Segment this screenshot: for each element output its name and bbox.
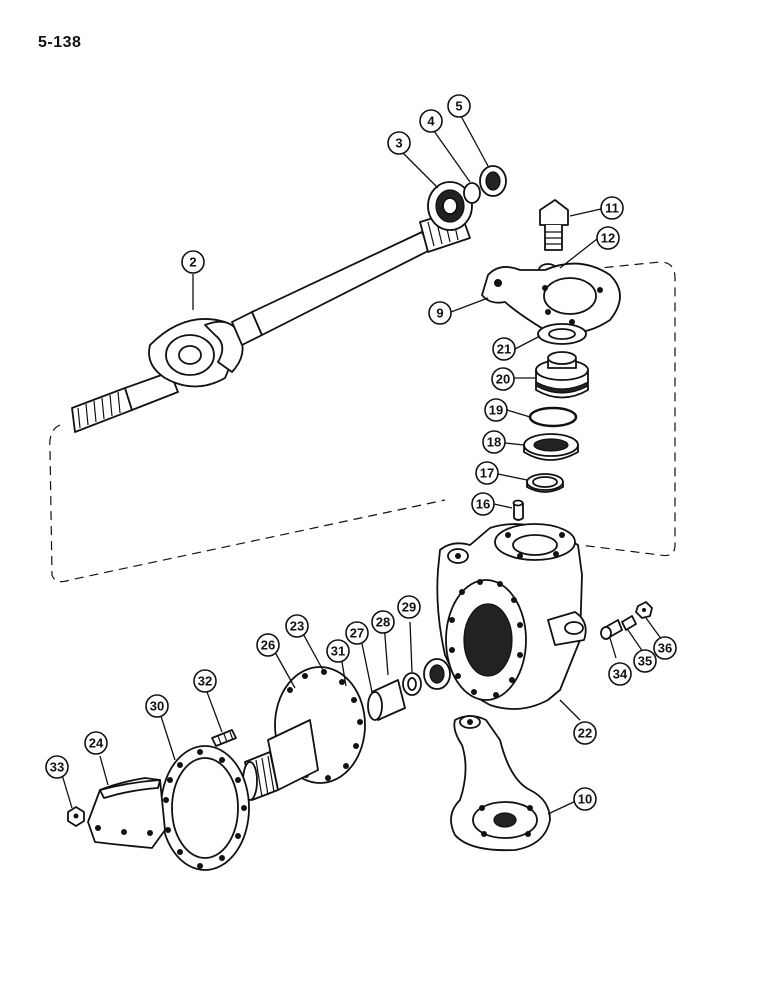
seal-5 bbox=[479, 165, 507, 197]
svg-text:26: 26 bbox=[261, 638, 275, 653]
callout-5: 5 bbox=[447, 94, 471, 118]
race-17 bbox=[526, 473, 564, 493]
callout-32: 32 bbox=[193, 669, 217, 693]
bearing-3 bbox=[427, 181, 473, 231]
svg-text:28: 28 bbox=[376, 615, 390, 630]
bearing-18 bbox=[523, 433, 579, 461]
svg-text:10: 10 bbox=[578, 792, 592, 807]
callout-19: 19 bbox=[484, 398, 508, 422]
callout-29: 29 bbox=[397, 595, 421, 619]
assembly-dashed-line bbox=[49, 261, 676, 583]
svg-text:29: 29 bbox=[402, 600, 416, 615]
leader-lines bbox=[59, 115, 663, 815]
svg-text:2: 2 bbox=[189, 255, 196, 270]
o-ring-19 bbox=[528, 406, 578, 428]
svg-text:32: 32 bbox=[198, 674, 212, 689]
svg-text:35: 35 bbox=[638, 654, 652, 669]
callout-28: 28 bbox=[371, 610, 395, 634]
svg-text:17: 17 bbox=[480, 466, 494, 481]
svg-text:27: 27 bbox=[350, 626, 364, 641]
fitting-35 bbox=[621, 615, 637, 631]
callout-18: 18 bbox=[482, 430, 506, 454]
svg-text:24: 24 bbox=[89, 736, 104, 751]
steering-arm-10 bbox=[450, 715, 551, 852]
sleeve-27 bbox=[367, 679, 406, 721]
axle-shaft bbox=[71, 209, 471, 433]
bolt-11 bbox=[539, 199, 569, 251]
svg-text:31: 31 bbox=[331, 644, 345, 659]
svg-text:19: 19 bbox=[489, 403, 503, 418]
snap-ring-4 bbox=[463, 182, 481, 204]
svg-text:20: 20 bbox=[496, 372, 510, 387]
callout-23: 23 bbox=[285, 614, 309, 638]
svg-text:4: 4 bbox=[427, 114, 435, 129]
svg-text:36: 36 bbox=[658, 641, 672, 656]
steering-knuckle-22 bbox=[436, 523, 587, 710]
svg-text:5: 5 bbox=[455, 99, 462, 114]
svg-text:23: 23 bbox=[290, 619, 304, 634]
callout-20: 20 bbox=[491, 367, 515, 391]
callout-12: 12 bbox=[596, 226, 620, 250]
callout-35: 35 bbox=[633, 649, 657, 673]
callout-9: 9 bbox=[428, 301, 452, 325]
svg-text:34: 34 bbox=[613, 667, 628, 682]
callout-10: 10 bbox=[573, 787, 597, 811]
callout-21: 21 bbox=[492, 337, 516, 361]
svg-text:16: 16 bbox=[476, 497, 490, 512]
svg-text:21: 21 bbox=[497, 342, 511, 357]
svg-text:22: 22 bbox=[578, 726, 592, 741]
stud-32 bbox=[211, 729, 237, 747]
bushing-34 bbox=[600, 619, 623, 640]
bearing-29 bbox=[423, 658, 451, 690]
callout-26: 26 bbox=[256, 633, 280, 657]
gasket-30 bbox=[160, 745, 250, 871]
svg-text:9: 9 bbox=[436, 306, 443, 321]
callout-4: 4 bbox=[419, 109, 443, 133]
callout-31: 31 bbox=[326, 639, 350, 663]
hub-26 bbox=[242, 666, 366, 801]
bushing-20 bbox=[535, 351, 589, 399]
callout-36: 36 bbox=[653, 636, 677, 660]
callout-16: 16 bbox=[471, 492, 495, 516]
callout-11: 11 bbox=[600, 196, 624, 220]
callout-33: 33 bbox=[45, 755, 69, 779]
svg-text:3: 3 bbox=[395, 136, 402, 151]
callout-30: 30 bbox=[145, 694, 169, 718]
nut-36 bbox=[635, 601, 653, 619]
svg-text:33: 33 bbox=[50, 760, 64, 775]
shim-21 bbox=[537, 323, 587, 345]
svg-text:18: 18 bbox=[487, 435, 501, 450]
callout-22: 22 bbox=[573, 721, 597, 745]
callout-27: 27 bbox=[345, 621, 369, 645]
callout-24: 24 bbox=[84, 731, 108, 755]
pin-16 bbox=[512, 499, 524, 521]
svg-text:30: 30 bbox=[150, 699, 164, 714]
steering-arm-cap-9 bbox=[481, 262, 621, 335]
shield-24 bbox=[87, 777, 166, 849]
callout-17: 17 bbox=[475, 461, 499, 485]
seal-28 bbox=[402, 672, 422, 696]
callout-3: 3 bbox=[387, 131, 411, 155]
svg-text:11: 11 bbox=[605, 201, 619, 216]
svg-text:12: 12 bbox=[601, 231, 615, 246]
page-number: 5-138 bbox=[38, 34, 82, 51]
callout-34: 34 bbox=[608, 662, 632, 686]
callout-2: 2 bbox=[181, 250, 205, 274]
nut-33 bbox=[67, 806, 85, 827]
